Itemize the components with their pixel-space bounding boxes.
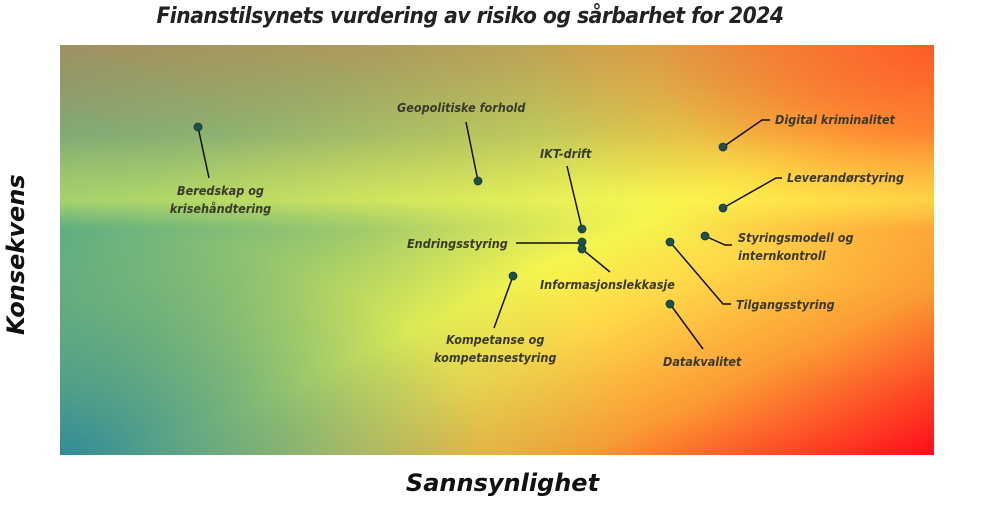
label-geopolitiske: Geopolitiske forhold	[397, 100, 526, 115]
y-axis-label: Konsekvens	[2, 174, 30, 335]
risk-point-ikt-drift[interactable]	[577, 224, 587, 234]
leader-line	[566, 165, 583, 230]
risk-point-tilgangsstyring[interactable]	[665, 237, 675, 247]
leader-line	[197, 126, 210, 179]
chart-title: Finanstilsynets vurdering av risiko og s…	[156, 4, 784, 29]
leader-line	[704, 235, 732, 246]
risk-point-informasjonslekkasje[interactable]	[577, 244, 587, 254]
label-line: krisehåndtering	[169, 201, 272, 216]
label-styringsmodell: Styringsmodell og internkontroll	[738, 229, 854, 265]
label-line: Beredskap og	[177, 183, 264, 198]
label-ikt-drift: IKT-drift	[540, 146, 592, 161]
leader-line	[722, 119, 770, 148]
risk-point-geopolitiske[interactable]	[473, 176, 483, 186]
risk-point-styringsmodell[interactable]	[700, 231, 710, 241]
risk-point-leverandorstyring[interactable]	[718, 203, 728, 213]
risk-point-beredskap[interactable]	[193, 122, 203, 132]
label-digital-kriminalitet: Digital kriminalitet	[775, 112, 896, 127]
label-beredskap: Beredskap og krisehåndtering	[162, 182, 279, 218]
label-line: kompetansestyring	[434, 350, 557, 365]
label-leverandorstyring: Leverandørstyring	[787, 170, 905, 185]
risk-matrix-plot	[60, 45, 934, 455]
label-kompetanse: Kompetanse og kompetansestyring	[430, 331, 561, 367]
leader-line	[669, 241, 731, 305]
label-tilgangsstyring: Tilgangsstyring	[736, 297, 835, 312]
label-endringsstyring: Endringsstyring	[407, 236, 508, 251]
label-line: Styringsmodell og	[738, 230, 854, 245]
leader-line	[581, 248, 611, 273]
risk-point-digital-kriminalitet[interactable]	[718, 142, 728, 152]
risk-point-datakvalitet[interactable]	[665, 299, 675, 309]
leader-line	[493, 275, 514, 329]
leader-line	[465, 121, 479, 182]
risk-point-kompetanse[interactable]	[508, 271, 518, 281]
label-datakvalitet: Datakvalitet	[663, 354, 742, 369]
label-informasjonslekkasje: Informasjonslekkasje	[540, 277, 675, 292]
heatmap-gradient	[60, 45, 934, 455]
leader-line	[722, 177, 782, 209]
label-line: internkontroll	[738, 248, 826, 263]
x-axis-label: Sannsynlighet	[405, 469, 600, 497]
label-line: Kompetanse og	[446, 332, 545, 347]
leader-line	[669, 303, 704, 350]
